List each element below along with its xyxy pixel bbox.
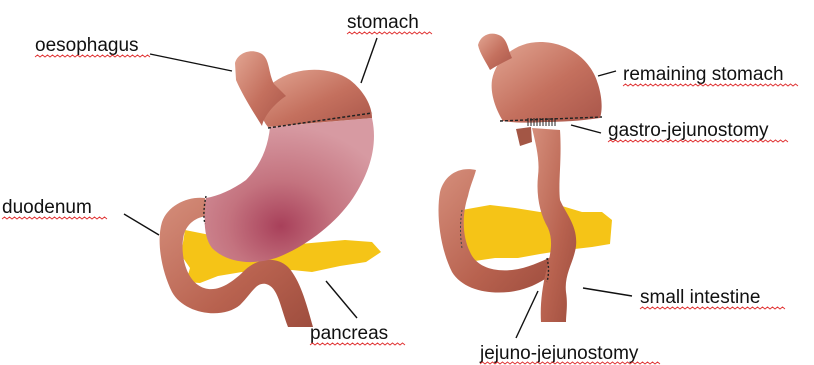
- squiggle-stomach: [347, 32, 432, 34]
- labels: oesophagus stomach duodenum pancreas rem…: [2, 12, 784, 364]
- label-oesophagus: oesophagus: [35, 35, 139, 56]
- leader-jejuno-jejunostomy: [516, 291, 538, 338]
- label-small-intestine: small intestine: [640, 287, 760, 308]
- leader-gastro-jejunostomy: [571, 125, 601, 133]
- afferent-stub-shape: [516, 127, 532, 146]
- leader-oesophagus: [150, 54, 232, 71]
- pancreas-shape-right: [458, 205, 612, 262]
- label-pancreas: pancreas: [310, 323, 388, 344]
- label-jejuno-jejunostomy: jejuno-jejunostomy: [479, 343, 639, 364]
- label-duodenum: duodenum: [2, 197, 92, 218]
- leader-small-intestine: [583, 288, 632, 296]
- squiggle-oesophagus: [35, 55, 150, 57]
- squiggle-small-intestine: [640, 307, 785, 309]
- leader-stomach: [361, 38, 377, 83]
- label-stomach: stomach: [347, 12, 419, 33]
- leader-duodenum: [124, 214, 159, 235]
- post-surgery-anatomy: [439, 34, 613, 322]
- label-gastro-jejunostomy: gastro-jejunostomy: [608, 120, 769, 141]
- leader-remaining-stomach: [598, 71, 616, 76]
- label-remaining-stomach: remaining stomach: [623, 64, 784, 85]
- leader-pancreas: [326, 281, 357, 318]
- normal-anatomy: [160, 51, 381, 327]
